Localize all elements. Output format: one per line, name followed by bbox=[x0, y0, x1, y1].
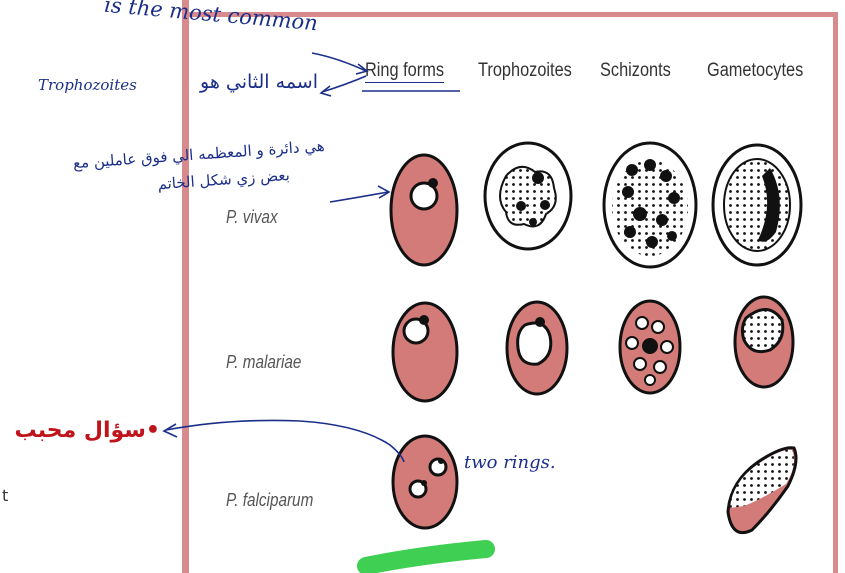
note-two-rings: two rings. bbox=[464, 452, 556, 473]
note-second-name-arabic: اسمه الثاني هو bbox=[148, 71, 318, 93]
vivax-trophozoite-cell bbox=[485, 143, 571, 249]
malariae-trophozoite-cell bbox=[507, 302, 567, 394]
question-label: •سؤال محبب bbox=[0, 418, 160, 443]
malariae-ring-form-cell bbox=[393, 303, 457, 401]
vivax-ring-form-cell bbox=[391, 155, 457, 265]
note-trophozoites-word: Trophozoites bbox=[38, 76, 137, 94]
arrow-second-name bbox=[322, 76, 366, 92]
malariae-gametocyte-cell bbox=[735, 297, 793, 387]
malariae-schizont-cell bbox=[620, 301, 680, 393]
arrow-question-to-falciparum bbox=[166, 420, 404, 462]
arrow-to-ring-forms bbox=[312, 53, 366, 71]
cut-off-letter: t bbox=[2, 486, 8, 505]
vivax-schizont-cell bbox=[604, 143, 696, 267]
green-highlight-mark bbox=[366, 549, 486, 566]
vivax-gametocyte-cell bbox=[713, 145, 801, 265]
falciparum-ring-form-cell bbox=[393, 436, 457, 528]
falciparum-gametocyte-cell bbox=[728, 448, 796, 533]
